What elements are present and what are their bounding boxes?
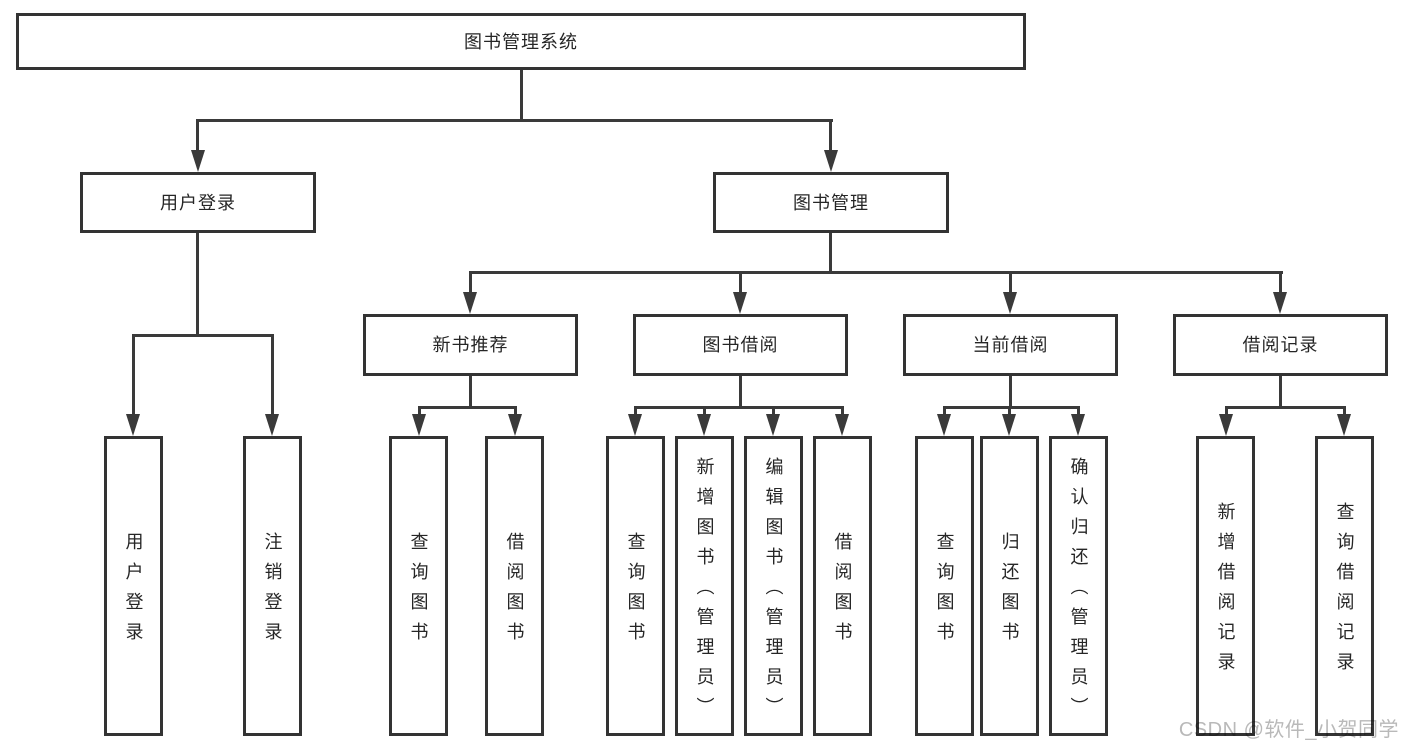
arrowhead-down-icon: [1337, 414, 1351, 436]
leaf-current-return-book: 归还图书: [980, 436, 1039, 736]
node-label: 用户登录: [123, 532, 144, 652]
arrowhead-down-icon: [508, 414, 522, 436]
connector-line: [514, 406, 517, 418]
connector-line: [739, 271, 742, 296]
node-label: 查询图书: [934, 532, 955, 652]
connector-line: [1279, 271, 1282, 296]
leaf-records-add-borrow-record: 新增借阅记录: [1196, 436, 1255, 736]
connector-line: [1077, 406, 1080, 418]
connector-line: [196, 119, 833, 122]
connector-line: [418, 406, 421, 418]
leaf-current-confirm-return-admin: 确认归还（管理员）: [1049, 436, 1108, 736]
node-book-management: 图书管理: [713, 172, 949, 233]
node-label: 借阅图书: [504, 532, 525, 652]
arrowhead-down-icon: [1273, 292, 1287, 314]
arrowhead-down-icon: [628, 414, 642, 436]
connector-line: [1225, 406, 1346, 409]
node-label: 图书借阅: [702, 335, 779, 355]
node-library-management-system: 图书管理系统: [16, 13, 1026, 70]
node-label: 查询图书: [408, 532, 429, 652]
arrowhead-down-icon: [733, 292, 747, 314]
connector-line: [469, 271, 472, 296]
node-label: 查询借阅记录: [1334, 502, 1355, 682]
connector-line: [703, 406, 706, 418]
arrowhead-down-icon: [265, 414, 279, 436]
arrowhead-down-icon: [463, 292, 477, 314]
connector-line: [271, 334, 274, 418]
connector-line: [1225, 406, 1228, 418]
arrowhead-down-icon: [835, 414, 849, 436]
connector-line: [418, 406, 517, 409]
node-label: 图书管理: [793, 192, 869, 213]
connector-line: [829, 119, 832, 153]
connector-line: [1343, 406, 1346, 418]
connector-line: [1279, 376, 1282, 409]
leaf-recommend-borrow-book: 借阅图书: [485, 436, 544, 736]
connector-line: [772, 406, 775, 418]
arrowhead-down-icon: [1003, 292, 1017, 314]
arrowhead-down-icon: [937, 414, 951, 436]
connector-line: [943, 406, 946, 418]
connector-line: [634, 406, 844, 409]
leaf-borrowing-add-book-admin: 新增图书（管理员）: [675, 436, 734, 736]
arrowhead-down-icon: [697, 414, 711, 436]
node-label: 借阅记录: [1242, 335, 1319, 355]
node-label: 编辑图书（管理员）: [763, 457, 784, 727]
node-borrow-records: 借阅记录: [1173, 314, 1388, 376]
arrowhead-down-icon: [1002, 414, 1016, 436]
leaf-borrowing-query-book: 查询图书: [606, 436, 665, 736]
arrowhead-down-icon: [824, 150, 838, 172]
node-label: 查询图书: [625, 532, 646, 652]
connector-line: [829, 233, 832, 274]
connector-line: [634, 406, 637, 418]
connector-line: [196, 233, 199, 337]
node-label: 图书管理系统: [464, 31, 578, 52]
node-label: 新书推荐: [432, 335, 509, 355]
leaf-borrowing-edit-book-admin: 编辑图书（管理员）: [744, 436, 803, 736]
node-label: 新增图书（管理员）: [694, 457, 715, 727]
connector-line: [469, 271, 1283, 274]
connector-line: [739, 376, 742, 409]
arrowhead-down-icon: [1219, 414, 1233, 436]
arrowhead-down-icon: [1071, 414, 1085, 436]
connector-line: [132, 334, 274, 337]
node-label: 用户登录: [160, 192, 236, 213]
node-new-book-recommendation: 新书推荐: [363, 314, 578, 376]
arrowhead-down-icon: [126, 414, 140, 436]
node-book-borrowing: 图书借阅: [633, 314, 848, 376]
leaf-records-query-borrow-record: 查询借阅记录: [1315, 436, 1374, 736]
node-label: 归还图书: [999, 532, 1020, 652]
connector-line: [132, 334, 135, 418]
connector-line: [841, 406, 844, 418]
arrowhead-down-icon: [412, 414, 426, 436]
connector-line: [196, 119, 199, 153]
connector-line: [943, 406, 1080, 409]
arrowhead-down-icon: [191, 150, 205, 172]
leaf-logout-login: 注销登录: [243, 436, 302, 736]
leaf-recommend-query-book: 查询图书: [389, 436, 448, 736]
node-label: 注销登录: [262, 532, 283, 652]
node-label: 新增借阅记录: [1215, 502, 1236, 682]
connector-line: [520, 70, 523, 122]
watermark: CSDN @软件_小贺同学: [1178, 719, 1399, 741]
connector-line: [1008, 406, 1011, 418]
node-label: 当前借阅: [972, 335, 1049, 355]
node-label: 借阅图书: [832, 532, 853, 652]
leaf-current-query-book: 查询图书: [915, 436, 974, 736]
leaf-borrowing-borrow-book: 借阅图书: [813, 436, 872, 736]
node-current-borrowing: 当前借阅: [903, 314, 1118, 376]
leaf-user-login: 用户登录: [104, 436, 163, 736]
connector-line: [1009, 376, 1012, 409]
arrowhead-down-icon: [766, 414, 780, 436]
node-user-login: 用户登录: [80, 172, 316, 233]
node-label: 确认归还（管理员）: [1068, 457, 1089, 727]
connector-line: [1009, 271, 1012, 296]
connector-line: [469, 376, 472, 409]
